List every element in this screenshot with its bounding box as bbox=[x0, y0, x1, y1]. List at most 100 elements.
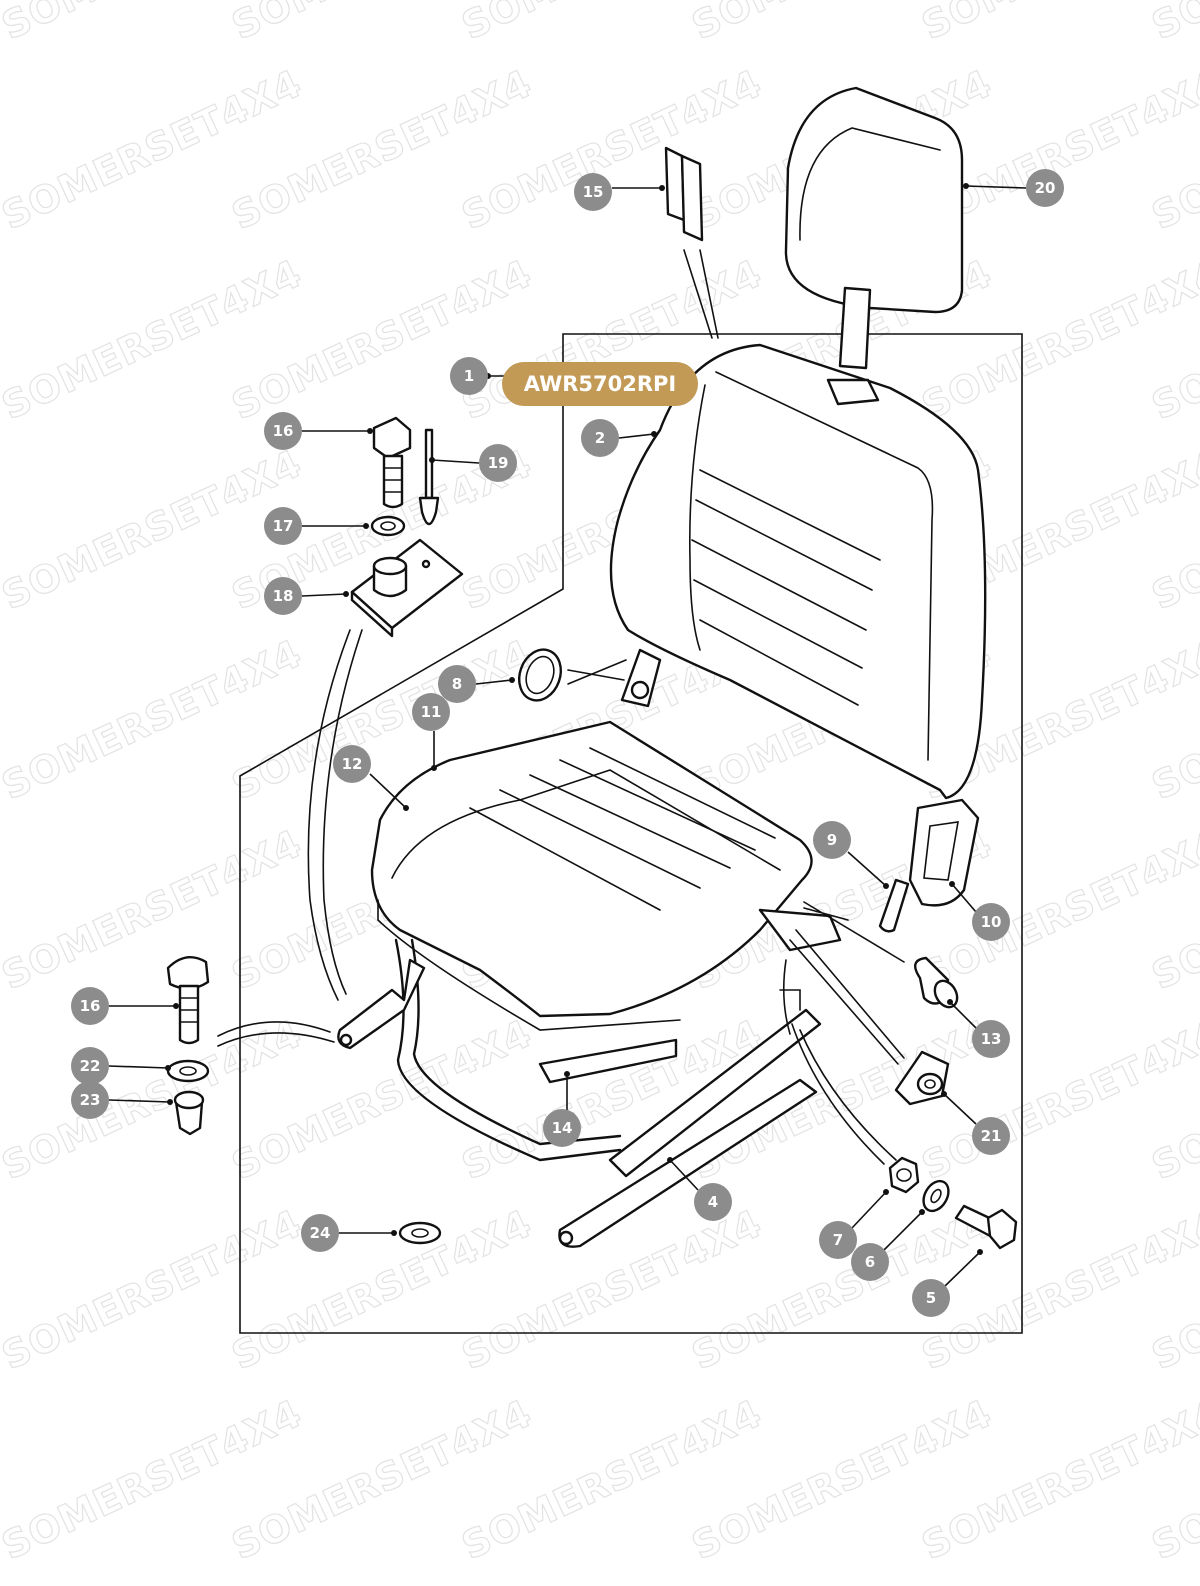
leader-line-8 bbox=[475, 679, 513, 685]
callout-badge-7[interactable]: 7 bbox=[819, 1221, 857, 1259]
callout-badge-24[interactable]: 24 bbox=[301, 1214, 339, 1252]
leader-dot-22 bbox=[165, 1065, 171, 1071]
bush-bracket bbox=[894, 1050, 950, 1106]
callout-circle-2 bbox=[581, 419, 619, 457]
watermark-text: SOMERSET4X4 bbox=[1145, 0, 1200, 48]
callout-number-23: 23 bbox=[80, 1091, 101, 1109]
callout-badge-12[interactable]: 12 bbox=[333, 745, 371, 783]
mounting-plate bbox=[307, 538, 464, 1001]
callout-circle-14 bbox=[543, 1109, 581, 1147]
washer-lower bbox=[166, 1059, 210, 1083]
guide-lines bbox=[789, 901, 905, 1065]
leader-dot-2 bbox=[651, 431, 657, 437]
callout-badge-21[interactable]: 21 bbox=[972, 1117, 1010, 1155]
leader-line-10 bbox=[951, 883, 977, 913]
leader-dot-21 bbox=[941, 1091, 947, 1097]
callout-badge-8[interactable]: 8 bbox=[438, 665, 476, 703]
callout-badge-10[interactable]: 10 bbox=[972, 903, 1010, 941]
leader-line-23 bbox=[108, 1099, 171, 1103]
assembly-frame bbox=[239, 333, 1023, 1334]
callout-badge-19[interactable]: 19 bbox=[479, 444, 517, 482]
callout-badge-5[interactable]: 5 bbox=[912, 1279, 950, 1317]
leader-dot-13 bbox=[947, 999, 953, 1005]
callout-circle-13 bbox=[972, 1020, 1010, 1058]
callout-circle-6 bbox=[851, 1243, 889, 1281]
callout-badge-18[interactable]: 18 bbox=[264, 577, 302, 615]
callout-badge-17[interactable]: 17 bbox=[264, 507, 302, 545]
seat-cushion bbox=[370, 720, 813, 1031]
callout-number-9: 9 bbox=[827, 831, 837, 849]
callout-circle-12 bbox=[333, 745, 371, 783]
leader-dot-15 bbox=[659, 185, 665, 191]
callout-circle-7 bbox=[819, 1221, 857, 1259]
leader-dot-14 bbox=[564, 1071, 570, 1077]
leader-line-5 bbox=[944, 1251, 981, 1287]
retaining-pin bbox=[418, 428, 440, 526]
callout-number-22: 22 bbox=[80, 1057, 101, 1075]
leader-dot-6 bbox=[919, 1209, 925, 1215]
callout-circle-17 bbox=[264, 507, 302, 545]
plain-washer bbox=[370, 515, 406, 537]
callout-circle-16 bbox=[264, 412, 302, 450]
callout-badge-14[interactable]: 14 bbox=[543, 1109, 581, 1147]
leader-dot-19 bbox=[429, 457, 435, 463]
callout-badge-16[interactable]: 16 bbox=[71, 987, 109, 1025]
leader-line-21 bbox=[943, 1093, 977, 1125]
callout-badge-22[interactable]: 22 bbox=[71, 1047, 109, 1085]
callout-badge-4[interactable]: 4 bbox=[694, 1183, 732, 1221]
callout-number-21: 21 bbox=[981, 1127, 1002, 1145]
badge-1-number: 1 bbox=[464, 367, 474, 385]
leader-dot-16 bbox=[173, 1003, 179, 1009]
callout-number-2: 2 bbox=[595, 429, 605, 447]
bolt-lower bbox=[166, 956, 335, 1047]
callout-circle-15 bbox=[574, 173, 612, 211]
callout-number-5: 5 bbox=[926, 1289, 936, 1307]
callout-badge-2[interactable]: 2 bbox=[581, 419, 619, 457]
callout-circle-20 bbox=[1026, 169, 1064, 207]
leader-dot-9 bbox=[883, 883, 889, 889]
headrest bbox=[784, 86, 964, 370]
leader-dot-11 bbox=[431, 765, 437, 771]
part-code-pill[interactable]: AWR5702RPI bbox=[502, 362, 698, 406]
callout-number-19: 19 bbox=[488, 454, 509, 472]
leader-line-4 bbox=[669, 1159, 699, 1191]
leader-dot-8 bbox=[509, 677, 515, 683]
callout-badge-15[interactable]: 15 bbox=[574, 173, 612, 211]
leader-dot-10 bbox=[949, 881, 955, 887]
washer-24 bbox=[398, 1221, 442, 1245]
part-code-label: AWR5702RPI bbox=[524, 372, 676, 396]
leader-dot-20 bbox=[963, 183, 969, 189]
leader-line-18 bbox=[301, 593, 347, 597]
callout-badge-9[interactable]: 9 bbox=[813, 821, 851, 859]
callout-number-6: 6 bbox=[865, 1253, 875, 1271]
callout-number-13: 13 bbox=[981, 1030, 1002, 1048]
push-clip bbox=[914, 956, 959, 1009]
highlight-callout[interactable]: 1 AWR5702RPI bbox=[450, 357, 698, 406]
callout-circle-19 bbox=[479, 444, 517, 482]
leader-dot-12 bbox=[403, 805, 409, 811]
leader-dot-5 bbox=[977, 1249, 983, 1255]
callout-badge-11[interactable]: 11 bbox=[412, 693, 450, 731]
seat-runners bbox=[337, 908, 842, 1248]
leader-lines bbox=[108, 183, 1027, 1287]
leader-line-9 bbox=[847, 851, 887, 887]
leader-dot-23 bbox=[167, 1099, 173, 1105]
callout-number-17: 17 bbox=[273, 517, 294, 535]
leader-dot-7 bbox=[883, 1189, 889, 1195]
callout-badge-16[interactable]: 16 bbox=[264, 412, 302, 450]
hex-nut bbox=[791, 1023, 920, 1194]
callout-badge-6[interactable]: 6 bbox=[851, 1243, 889, 1281]
callout-badge-20[interactable]: 20 bbox=[1026, 169, 1064, 207]
bolt-upper bbox=[372, 416, 412, 509]
callout-number-12: 12 bbox=[342, 755, 363, 773]
callout-circle-21 bbox=[972, 1117, 1010, 1155]
callout-circle-8 bbox=[438, 665, 476, 703]
badge-1[interactable]: 1 bbox=[450, 357, 488, 395]
callout-circle-22 bbox=[71, 1047, 109, 1085]
callout-badge-13[interactable]: 13 bbox=[972, 1020, 1010, 1058]
callout-number-20: 20 bbox=[1035, 179, 1056, 197]
leader-dot-18 bbox=[343, 591, 349, 597]
trim-clip bbox=[664, 146, 719, 339]
callout-badge-23[interactable]: 23 bbox=[71, 1081, 109, 1119]
callout-circle-24 bbox=[301, 1214, 339, 1252]
